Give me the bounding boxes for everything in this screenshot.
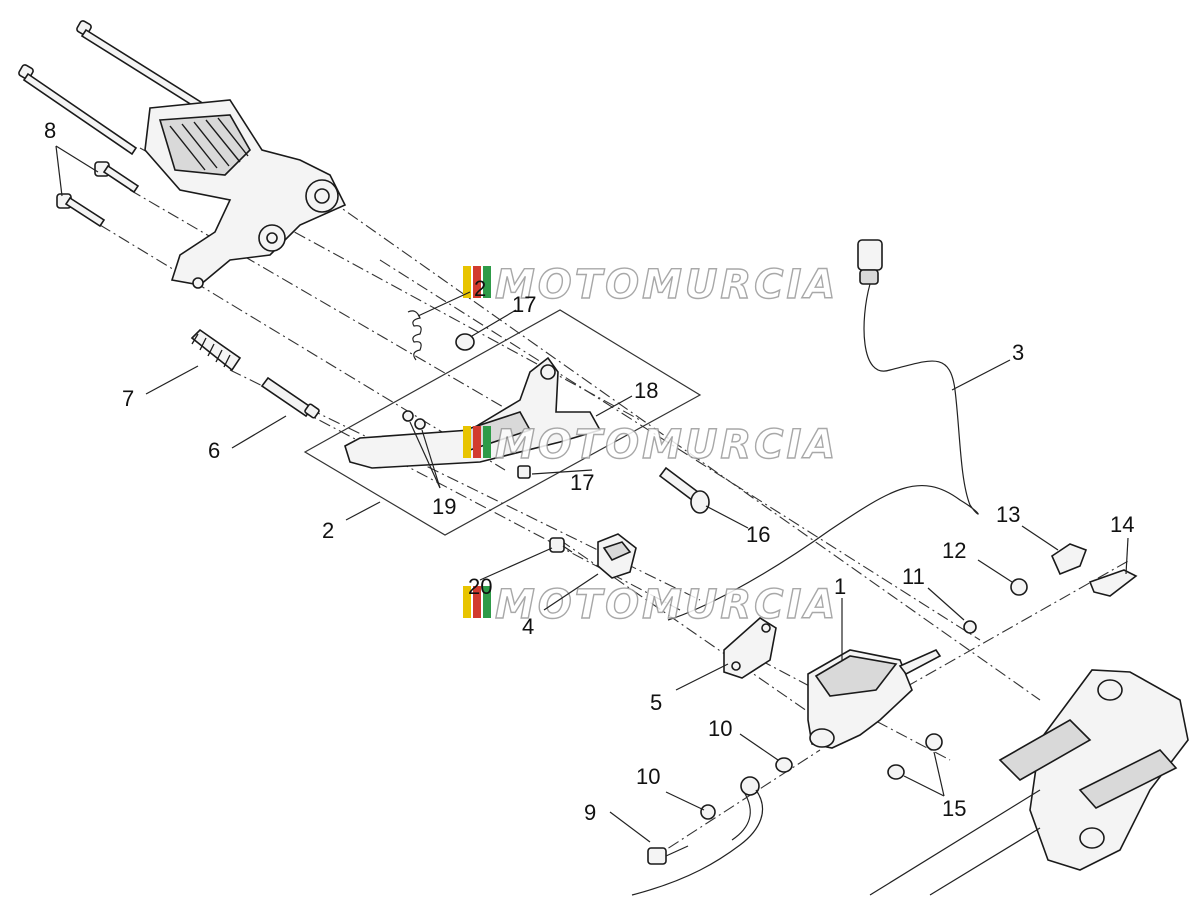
callout-16: 16 [746,522,770,547]
long-bolt-lower [18,64,138,156]
watermark-text: MOTOMURCIA [495,422,838,468]
callout-17-upper: 17 [512,292,536,317]
watermark: MOTOMURCIA MOTOMURCIA MOTOMURCIA [463,261,838,629]
pedal-pin-19 [402,410,426,430]
callout-6: 6 [208,438,220,463]
washer-17-upper [455,333,475,351]
nut-11 [963,620,977,634]
pivot-bolt-16 [658,466,710,514]
callout-labels: 1 2 2 3 4 5 6 7 8 9 10 10 11 12 13 14 15… [44,118,1134,825]
washer-12 [1010,578,1028,596]
washer-10-upper [775,757,793,773]
mounting-plate [723,617,777,679]
callout-14: 14 [1110,512,1134,537]
cap-15-a [925,733,943,751]
watermark-logo-top: MOTOMURCIA [463,261,838,309]
brake-pedal [344,356,602,469]
banjo-bolt-9 [647,845,689,865]
callout-9: 9 [584,800,596,825]
watermark-text: MOTOMURCIA [495,582,838,628]
callout-17-lower: 17 [570,470,594,495]
callout-15: 15 [942,796,966,821]
return-spring [407,310,422,361]
callout-1: 1 [834,574,846,599]
brake-hose [631,776,764,896]
callout-13: 13 [996,502,1020,527]
callout-10-upper: 10 [708,716,732,741]
callout-7: 7 [122,386,134,411]
frame-bracket [869,669,1189,896]
clevis-13 [1050,543,1088,576]
callout-2-spring: 2 [474,276,486,301]
cap-15-b [887,764,905,780]
callout-20: 20 [468,574,492,599]
switch-cable [667,239,979,621]
washer-10-lower [700,804,716,820]
screw-20 [549,537,573,553]
callout-12: 12 [942,538,966,563]
callout-11: 11 [902,564,925,589]
watermark-text: MOTOMURCIA [495,262,838,308]
callout-3: 3 [1012,340,1024,365]
footpeg-bracket [144,99,347,289]
short-bolt-lower [56,193,106,228]
callout-8: 8 [44,118,56,143]
short-bolt-upper [94,161,140,194]
rubber-boot [190,328,242,372]
callout-2-pedal: 2 [322,518,334,543]
pushrod [260,376,320,419]
callout-5: 5 [650,690,662,715]
leader-lines [55,145,1129,843]
watermark-logo-bottom: MOTOMURCIA [463,581,838,629]
callout-18: 18 [634,378,658,403]
callout-4: 4 [522,614,534,639]
pivot-bolt-17 [517,465,531,479]
pedal-group-frame [303,309,702,536]
callout-10-lower: 10 [636,764,660,789]
brake-light-switch [597,533,637,579]
master-cylinder [807,648,942,749]
clip-14 [1088,569,1138,597]
watermark-logo-middle: MOTOMURCIA [463,421,838,469]
callout-19: 19 [432,494,456,519]
long-bolt-upper [76,20,206,112]
